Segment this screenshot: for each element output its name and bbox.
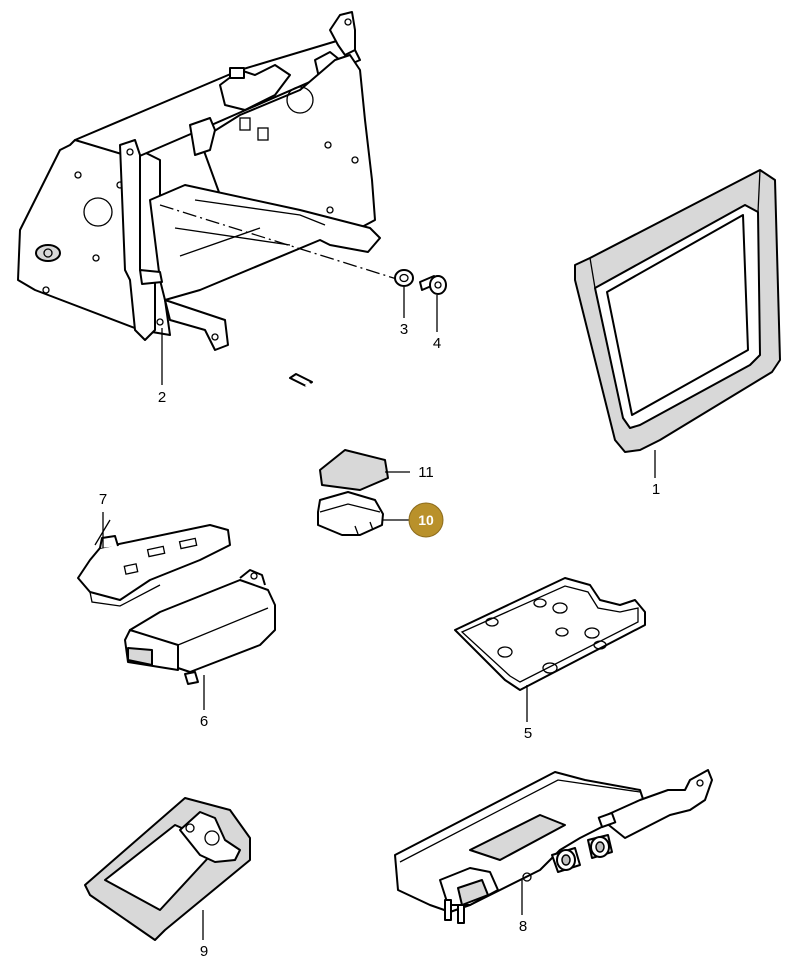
callout-9: 9 — [200, 943, 208, 960]
callout-10: 10 — [418, 512, 434, 528]
part-11-adhesive-pad[interactable] — [319, 449, 389, 491]
part-8-tuner-module[interactable] — [394, 769, 713, 924]
part-10-connector-cable[interactable] — [289, 373, 384, 536]
callout-2: 2 — [158, 389, 166, 406]
part-1-display-bezel[interactable] — [574, 169, 781, 453]
callout-10-badge[interactable] — [408, 502, 444, 538]
callout-8: 8 — [519, 918, 527, 935]
callout-11: 11 — [418, 464, 434, 481]
callout-10-highlighted[interactable]: 10 — [408, 502, 444, 538]
callout-6: 6 — [200, 713, 208, 730]
callout-3: 3 — [400, 321, 408, 338]
part-5-base-plate[interactable] — [454, 577, 646, 691]
part-4-screw[interactable] — [419, 275, 447, 295]
callout-5: 5 — [524, 725, 532, 742]
leader-lines — [102, 287, 656, 940]
callout-7: 7 — [99, 491, 107, 508]
callout-4: 4 — [433, 335, 441, 352]
part-2-mounting-frame[interactable] — [17, 11, 381, 351]
part-3-washer[interactable] — [394, 269, 414, 287]
part-9-adhesive-film[interactable] — [84, 797, 251, 941]
part-7-mounting-plate[interactable] — [77, 519, 231, 607]
callout-1: 1 — [652, 481, 660, 498]
part-6-control-unit[interactable] — [124, 569, 276, 685]
